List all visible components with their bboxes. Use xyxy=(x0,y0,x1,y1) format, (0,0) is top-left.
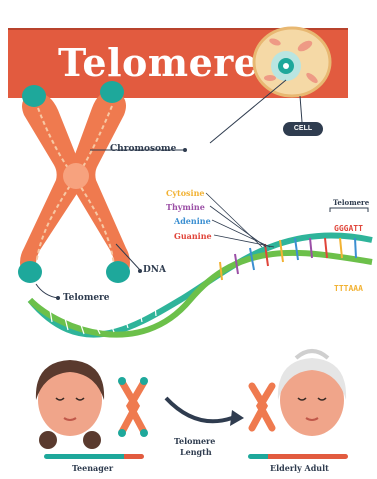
sequence-bottom: TTTAAA xyxy=(334,284,363,293)
sequence-top: GGGATT xyxy=(334,224,363,233)
aging-arrow xyxy=(166,398,232,421)
teenager-face xyxy=(36,360,104,449)
cell-label: CELL xyxy=(283,122,323,136)
elderly-telomere-bar xyxy=(248,454,348,459)
elderly-label: Elderly Adult xyxy=(270,463,329,473)
chromosome-label: Chromosome xyxy=(110,144,176,154)
nucleotide-guanine: Guanine xyxy=(174,231,212,241)
telomere-label-right: Telomere xyxy=(333,198,369,207)
elderly-face xyxy=(278,351,346,436)
nucleotide-adenine: Adenine xyxy=(174,216,211,226)
dna-helix xyxy=(30,193,372,335)
nucleotide-cytosine: Cytosine xyxy=(166,188,205,198)
telomere-label-left: Telomere xyxy=(63,293,110,303)
dna-label: DNA xyxy=(143,265,166,275)
teenager-label: Teenager xyxy=(72,463,113,473)
elderly-chromosome xyxy=(252,386,272,428)
telomere-length-line1: Telomere xyxy=(174,436,215,446)
telomere-length-line2: Length xyxy=(180,447,212,457)
teen-telomere-bar xyxy=(44,454,144,459)
nucleotide-thymine: Thymine xyxy=(166,202,205,212)
teen-chromosome xyxy=(118,377,148,437)
